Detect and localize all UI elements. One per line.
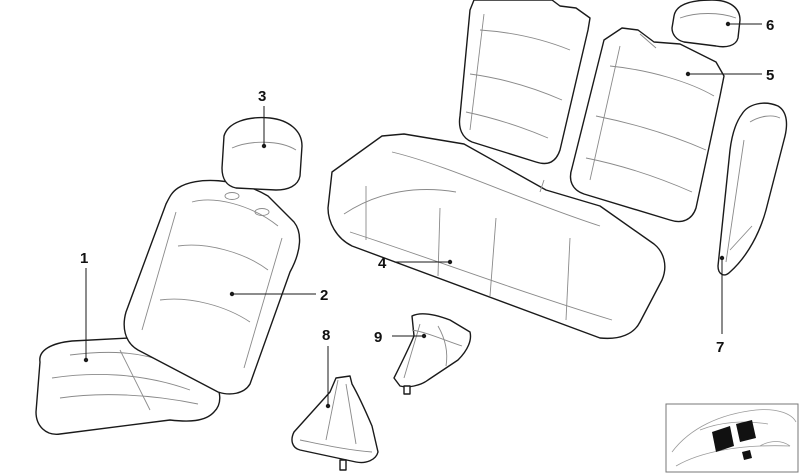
callout-1: 1 — [80, 250, 88, 267]
handbrake-boot — [393, 313, 472, 395]
callout-7: 7 — [716, 339, 724, 356]
leader-dot-7 — [719, 255, 725, 261]
leader-dot-2 — [229, 291, 235, 297]
rear-headrest — [671, 0, 741, 48]
leader-dot-4 — [447, 259, 453, 265]
rear-seat-cushion — [327, 133, 666, 340]
gear-boot — [291, 375, 379, 471]
leader-dot-9 — [421, 333, 427, 339]
leader-dot-6 — [725, 21, 731, 27]
callout-numbers: 1 2 3 4 5 6 7 8 9 — [80, 17, 774, 356]
leader-dot-5 — [685, 71, 691, 77]
leader-dot-1 — [83, 357, 89, 363]
leader-lines — [83, 21, 762, 409]
front-headrest — [221, 116, 303, 191]
thumb-highlight-seat-2 — [736, 420, 756, 442]
rear-backrest-left — [458, 0, 591, 165]
callout-8: 8 — [322, 327, 330, 344]
rear-backrest-right — [569, 27, 725, 223]
vehicle-location-thumbnail — [665, 403, 799, 473]
thumb-highlight-seat-1 — [712, 426, 734, 452]
thumb-highlight-console — [742, 450, 752, 460]
callout-9: 9 — [374, 329, 382, 346]
callout-4: 4 — [378, 255, 387, 272]
leader-dot-8 — [325, 403, 331, 409]
callout-6: 6 — [766, 17, 774, 34]
callout-2: 2 — [320, 287, 328, 304]
side-bolster — [717, 102, 788, 276]
front-seat-backrest — [123, 179, 301, 395]
callout-3: 3 — [258, 88, 266, 105]
leader-dot-3 — [261, 143, 267, 149]
callout-5: 5 — [766, 67, 774, 84]
